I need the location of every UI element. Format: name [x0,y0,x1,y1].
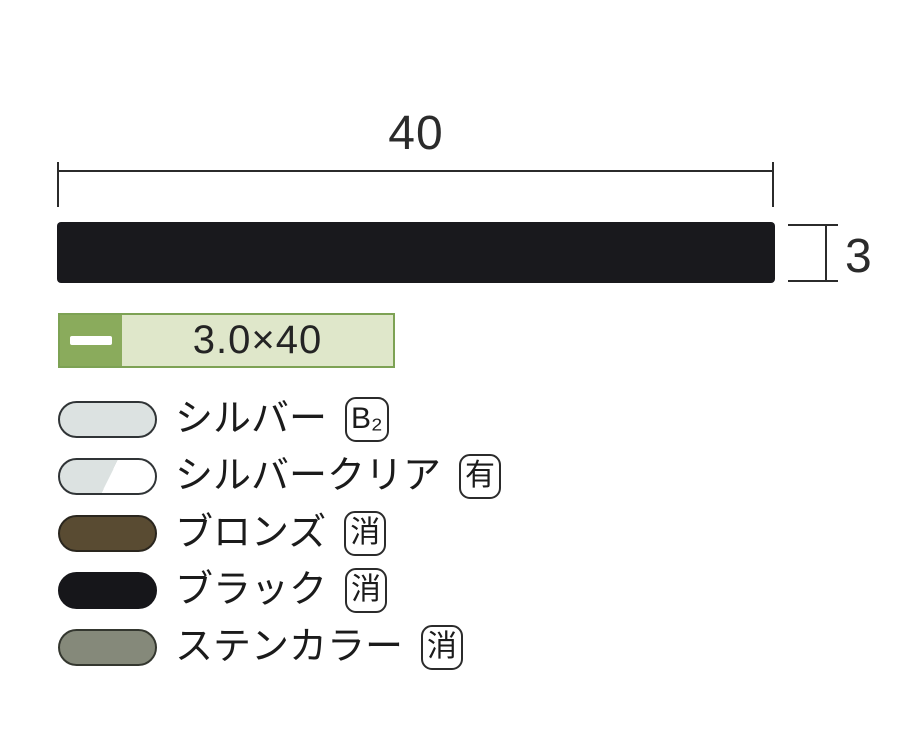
width-dimension-tick-right [772,162,774,207]
color-label: シルバークリア [175,455,442,497]
height-dimension-label: 3 [845,230,872,283]
color-swatch-silver-clear [58,457,157,495]
finish-badge: B₂ [345,396,389,442]
color-label: ブロンズ [175,512,327,554]
size-tag-label: 3.0×40 [122,315,393,366]
color-row-bronze: ブロンズ 消 [58,510,387,556]
color-swatch-black [58,571,157,609]
flat-bar-cross-section [57,222,775,283]
color-row-silver-clear: シルバークリア 有 [58,453,502,499]
color-row-stainless: ステンカラー 消 [58,624,464,670]
color-row-black: ブラック 消 [58,567,388,613]
size-tag: 3.0×40 [58,313,395,368]
color-swatch-silver [58,400,157,438]
color-label: ステンカラー [175,626,404,668]
color-label: ブラック [175,569,328,611]
height-dimension-tick-bottom [788,280,838,282]
width-dimension-line [58,170,773,172]
finish-badge: 消 [344,510,387,556]
height-dimension-tick-top [788,224,838,226]
finish-badge: 有 [459,453,502,499]
height-dimension-line [825,224,827,282]
width-dimension-tick-left [57,162,59,207]
finish-badge: 消 [421,624,464,670]
color-row-silver: シルバー B₂ [58,396,389,442]
color-swatch-bronze [58,514,157,552]
flat-bar-profile-icon [60,315,122,366]
finish-badge: 消 [345,567,388,613]
color-label: シルバー [175,398,328,440]
flat-bar-dash-glyph [70,336,112,345]
width-dimension-label: 40 [388,107,444,160]
color-swatch-stainless [58,628,157,666]
